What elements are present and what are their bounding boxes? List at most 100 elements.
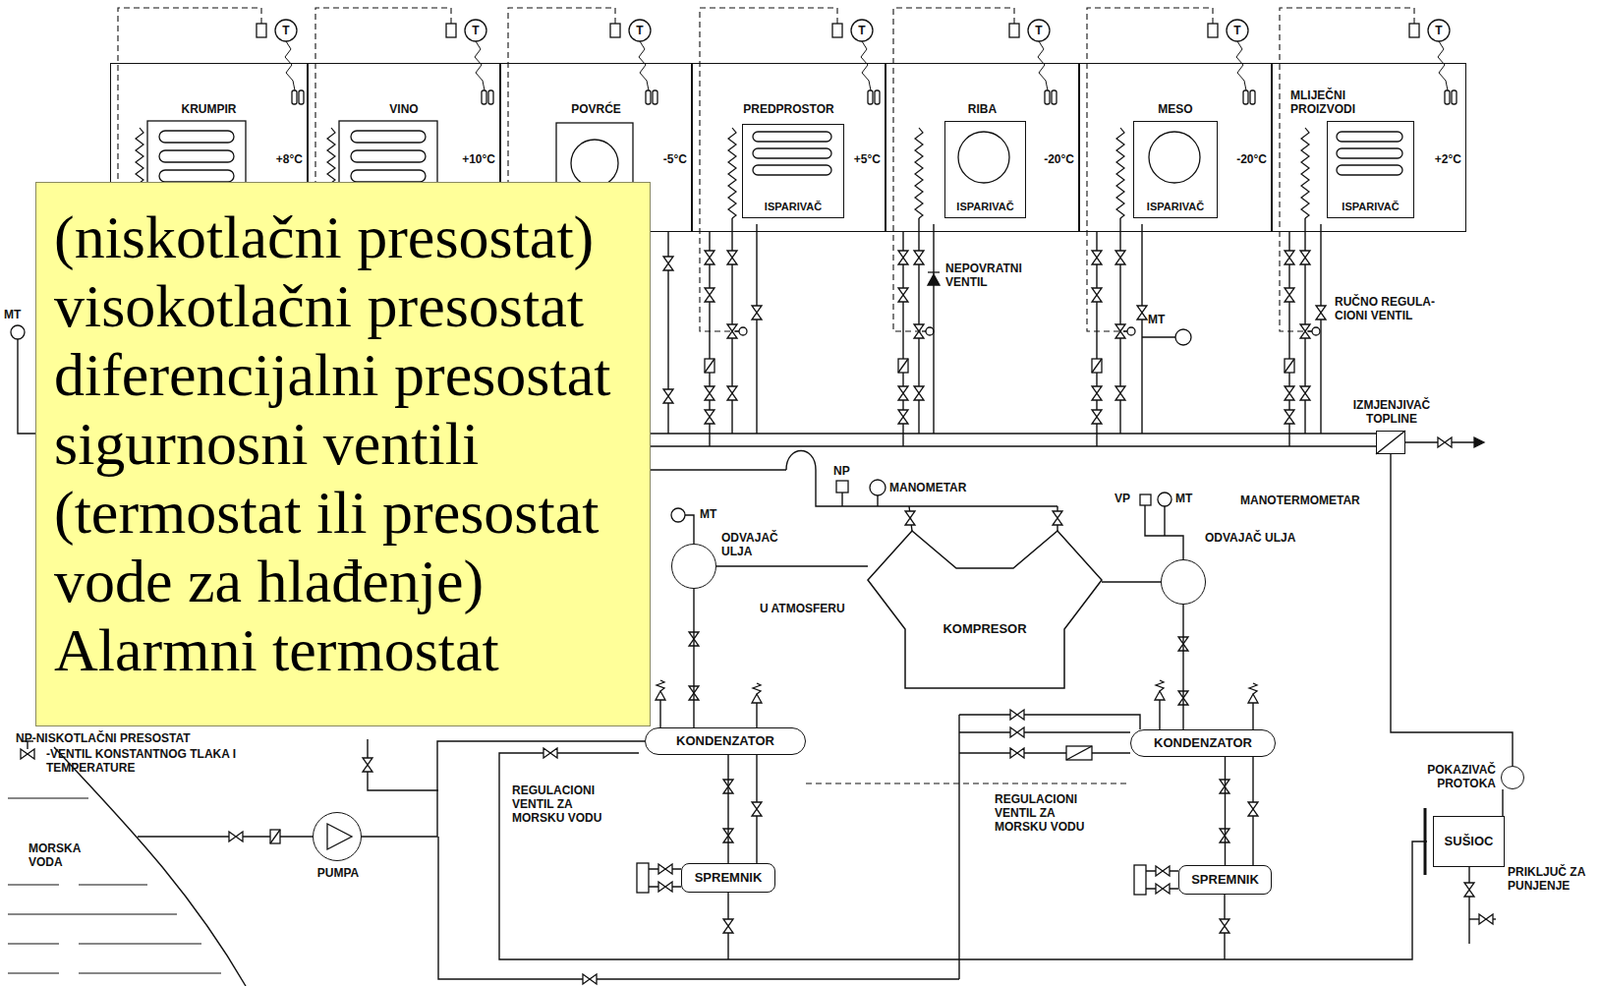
compressor-outline bbox=[867, 530, 1102, 688]
filter-symbol bbox=[1284, 358, 1295, 373]
heat-exchanger-box: IZMJENJIVAČ TOPLINE bbox=[1375, 430, 1406, 455]
valve-label: NEPOVRATNI VENTIL bbox=[945, 261, 1029, 289]
valve-symbol bbox=[1091, 386, 1102, 400]
pressure-gauge bbox=[671, 508, 686, 522]
sensor-bulb bbox=[867, 90, 873, 105]
pressure-gauge bbox=[869, 479, 886, 496]
room-temperature: +10°C bbox=[461, 152, 496, 167]
pipe bbox=[932, 224, 934, 434]
evaporator-box: ISPARIVAČ bbox=[1133, 120, 1218, 219]
valve-symbol bbox=[898, 287, 909, 302]
sensor-bulb bbox=[1451, 90, 1457, 105]
water-line bbox=[78, 971, 222, 973]
component-name: ISPARIVAČ bbox=[956, 199, 1014, 214]
valve-symbol bbox=[582, 973, 597, 984]
valve-symbol bbox=[1284, 250, 1295, 265]
callout-line: visokotlačni presostat bbox=[54, 271, 632, 341]
pipe bbox=[499, 752, 1428, 960]
callout-line: diferencijalni presostat bbox=[54, 340, 632, 409]
thermostat-symbol bbox=[1226, 19, 1249, 42]
pipe-connector bbox=[1101, 580, 1161, 582]
component-name: SPREMNIK bbox=[694, 870, 763, 885]
component-name: ISPARIVAČ bbox=[1146, 199, 1204, 214]
capillary-line bbox=[1037, 41, 1048, 91]
valve-symbol bbox=[704, 409, 715, 424]
pump-circle: PUMPA bbox=[312, 811, 362, 861]
switch-box bbox=[832, 23, 843, 38]
oil-separator-circle: ODVAJAČ ULJA bbox=[1160, 559, 1206, 605]
pump-symbol bbox=[327, 823, 352, 850]
sight-glass bbox=[636, 862, 649, 893]
valve-symbol bbox=[1010, 727, 1025, 738]
thermostat-letter: T bbox=[851, 23, 873, 38]
sensor-bulb bbox=[1044, 90, 1050, 105]
coil-loop bbox=[1336, 148, 1403, 159]
evaporator-box: ISPARIVAČ bbox=[1326, 120, 1415, 219]
room-name: RIBA bbox=[892, 102, 1073, 116]
valve-symbol bbox=[1284, 287, 1295, 302]
pressure-gauge bbox=[10, 325, 25, 340]
valve-symbol bbox=[1010, 709, 1025, 720]
pipe bbox=[1252, 702, 1254, 730]
cold-room-box: MESO -20°C ISPARIVAČ bbox=[1079, 62, 1272, 232]
room-temperature: -20°C bbox=[1236, 152, 1267, 167]
switch-box bbox=[1009, 23, 1020, 38]
pipe-connector bbox=[692, 588, 694, 728]
sensor-bulb bbox=[298, 90, 304, 105]
room-name: POVRĆE bbox=[507, 102, 686, 116]
fan-symbol bbox=[571, 139, 619, 187]
legend-entry: -VENTIL KONSTANTNOG TLAKA I TEMPERATURE bbox=[46, 746, 292, 775]
pipe bbox=[1141, 224, 1143, 434]
regulating-valve bbox=[1066, 745, 1092, 760]
condenser-capsule: KONDENZATOR bbox=[644, 727, 806, 755]
coil-loop bbox=[752, 148, 832, 159]
room-temperature: +2°C bbox=[1434, 152, 1462, 167]
valve-symbol bbox=[704, 250, 715, 265]
sensor-bulb bbox=[1051, 90, 1057, 105]
room-name: KRUMPIR bbox=[116, 102, 301, 116]
legend-entry: NP-NISKOTLAČNI PRESOSTAT bbox=[15, 731, 191, 745]
valve-symbol bbox=[1091, 287, 1102, 302]
pipe bbox=[786, 451, 816, 471]
gauge-label: MT bbox=[3, 307, 21, 322]
capillary-line bbox=[1236, 41, 1247, 91]
thermostat-letter: T bbox=[464, 23, 487, 38]
gauge-label: MANOTERMOMETAR bbox=[1240, 493, 1361, 508]
valve-symbol bbox=[905, 511, 915, 525]
pipe bbox=[958, 714, 960, 979]
regulating-valve bbox=[1066, 745, 1092, 760]
thermostat-letter: T bbox=[628, 23, 651, 38]
room-temperature: -20°C bbox=[1043, 152, 1075, 167]
valve-symbol bbox=[228, 831, 243, 842]
water-line bbox=[7, 797, 89, 799]
pipe bbox=[1144, 505, 1184, 560]
pipe bbox=[137, 835, 313, 837]
flow-indicator-circle: POKAZIVAČ PROTOKA bbox=[1500, 765, 1525, 790]
cold-room-box: MLIJEČNI PROIZVODI+2°CISPARIVAČ bbox=[1271, 62, 1467, 232]
pressure-switch bbox=[836, 480, 849, 493]
switch-box bbox=[1207, 23, 1218, 38]
valve-symbol bbox=[1479, 914, 1493, 924]
capillary-line bbox=[474, 41, 485, 91]
safety-valve-symbol bbox=[1154, 690, 1165, 700]
valve-symbol bbox=[663, 256, 674, 271]
filter-symbol bbox=[898, 358, 909, 373]
room-name: MESO bbox=[1085, 102, 1265, 116]
receiver-tank: SPREMNIK bbox=[681, 862, 776, 893]
thermostat-letter: T bbox=[1226, 23, 1249, 38]
safety-valve-symbol bbox=[655, 690, 666, 700]
coil-symbol bbox=[914, 127, 923, 219]
compressor-shape: KOMPRESOR bbox=[867, 530, 1102, 688]
gauge-label: MT bbox=[1175, 491, 1193, 506]
pipe bbox=[1319, 224, 1321, 434]
compressor-outline bbox=[867, 530, 1102, 688]
valve-symbol bbox=[1115, 250, 1126, 265]
safety-valve-symbol bbox=[1248, 693, 1258, 703]
sight-glass bbox=[1424, 807, 1428, 875]
switch-box bbox=[610, 23, 621, 38]
pipe bbox=[755, 702, 757, 728]
valve-symbol bbox=[1315, 305, 1326, 320]
room-temperature: +5°C bbox=[854, 152, 881, 167]
sensor-bulb bbox=[652, 90, 658, 105]
